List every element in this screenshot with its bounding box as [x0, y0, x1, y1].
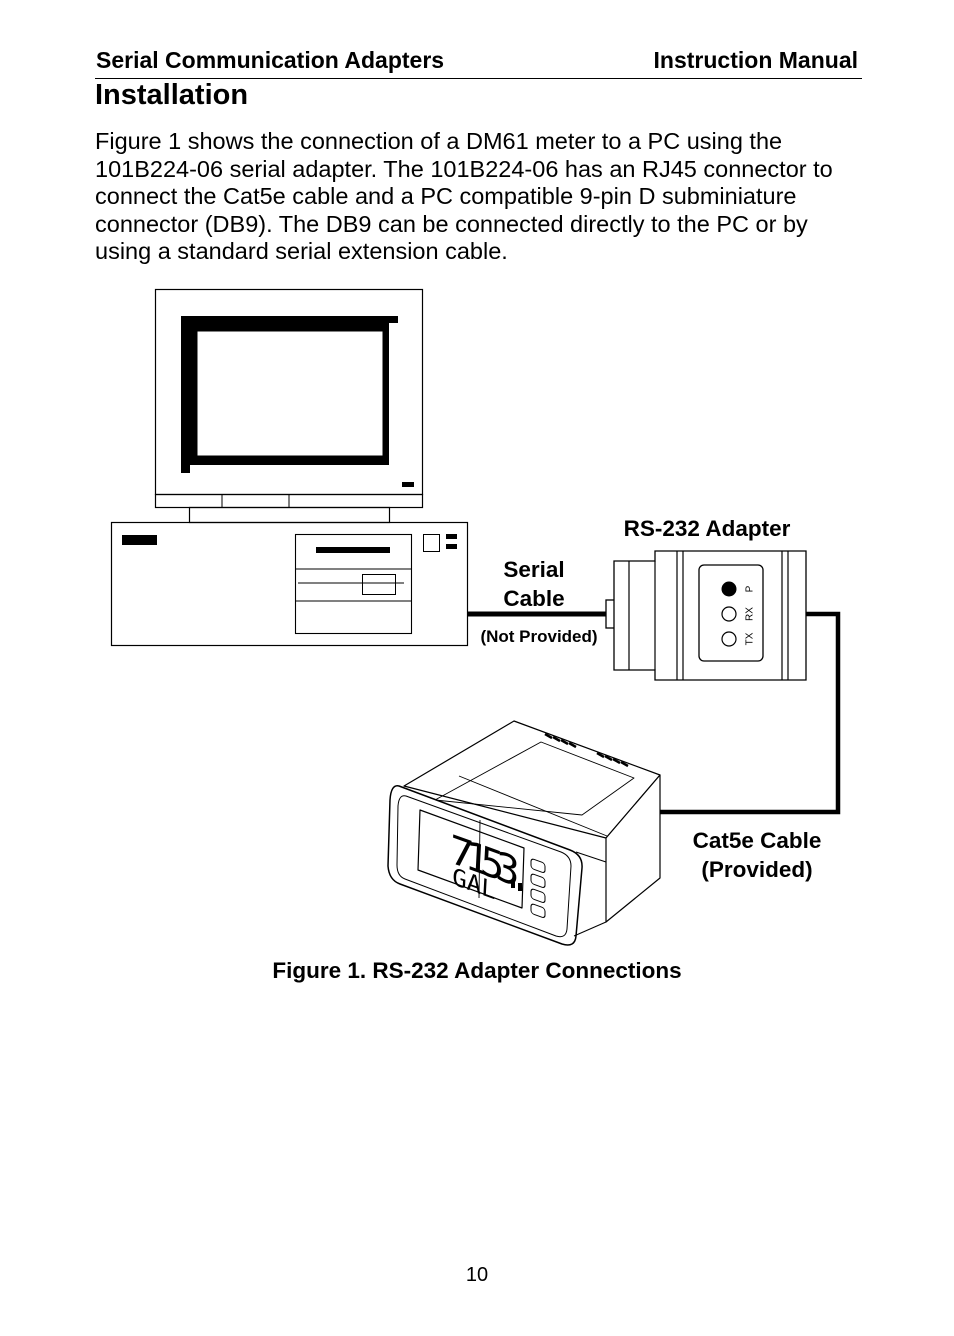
rs232-adapter-icon: P RX TX [605, 550, 807, 681]
dm61-meter-icon: 7153 GAL [387, 720, 661, 946]
serial-cable-label: Serial Cable [484, 555, 584, 613]
connection-diagram: P RX TX 7153 GAL [110, 288, 841, 946]
cat5e-cable-label-line: (Provided) [701, 857, 813, 882]
serial-cable-label-line: Cable [503, 586, 565, 611]
serial-cable-label-line: Serial [503, 557, 565, 582]
led-label-p: P [745, 585, 756, 592]
serial-cable-note: (Not Provided) [480, 627, 598, 646]
pc-computer-icon [110, 521, 469, 647]
pc-monitor-icon [154, 288, 424, 524]
p-led-icon [721, 581, 737, 597]
cat5e-cable-label-line: Cat5e Cable [692, 828, 822, 853]
figure-caption: Figure 1. RS-232 Adapter Connections [272, 958, 682, 983]
header-right-title: Instruction Manual [653, 47, 858, 73]
section-title: Installation [95, 79, 249, 111]
intro-paragraph: Figure 1 shows the connection of a DM61 … [95, 128, 865, 266]
header-left-title: Serial Communication Adapters [96, 47, 445, 73]
connection-figure: P RX TX 7153 GAL RS-2 [0, 280, 954, 960]
paragraph-line: connect the Cat5e cable and a PC compati… [95, 183, 797, 209]
led-label-tx: TX [745, 632, 756, 645]
paragraph-line: using a standard serial extension cable. [95, 238, 508, 264]
page-header: Serial Communication Adapters Instructio… [95, 46, 862, 79]
adapter-label: RS-232 Adapter [623, 516, 791, 541]
paragraph-line: 101B224-06 serial adapter. The 101B224-0… [95, 155, 833, 182]
page-number: 10 [465, 1264, 489, 1286]
paragraph-line: Figure 1 shows the connection of a DM61 … [95, 128, 783, 154]
cat5e-cable-label: Cat5e Cable (Provided) [672, 826, 842, 884]
tx-led-icon [721, 631, 737, 647]
cat5e-cable [659, 611, 841, 815]
rx-led-icon [721, 606, 737, 622]
paragraph-line: connector (DB9). The DB9 can be connecte… [95, 210, 808, 237]
led-label-rx: RX [745, 607, 756, 621]
